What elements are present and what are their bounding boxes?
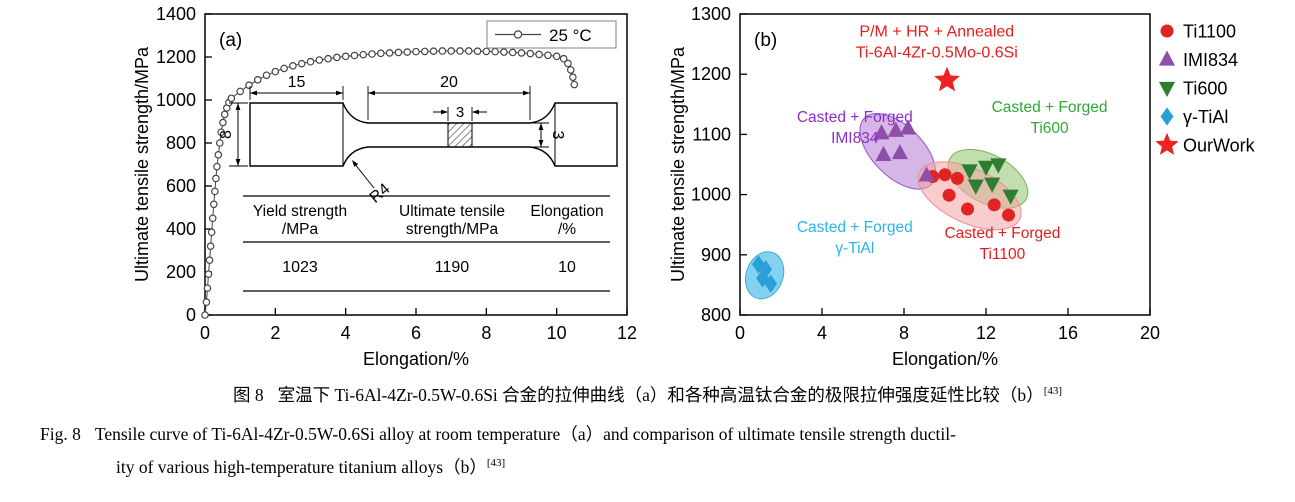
svg-text:Casted + Forged: Casted + Forged [992, 99, 1108, 116]
table-value: 1023 [282, 259, 318, 276]
svg-text:0: 0 [200, 323, 210, 343]
table-header: Elongation [530, 203, 603, 220]
y-axis-title: Ultimate tensile strength/MPa [132, 46, 152, 282]
svg-text:900: 900 [701, 245, 731, 265]
svg-text:15: 15 [288, 74, 306, 91]
svg-text:12: 12 [976, 323, 996, 343]
svg-text:600: 600 [166, 176, 196, 196]
svg-text:1100: 1100 [692, 124, 731, 144]
svg-text:IMI834: IMI834 [831, 130, 879, 147]
caption-en-line2: ity of various high-temperature titanium… [116, 456, 487, 477]
annotation-3: Casted + Forged γ-TiAl [797, 219, 913, 257]
svg-text:Ti600: Ti600 [1030, 120, 1069, 137]
series-Ti600 [961, 158, 1019, 205]
svg-text:P/M + HR + Annealed: P/M + HR + Annealed [859, 23, 1014, 40]
series-OurWork [934, 66, 960, 92]
svg-text:Casted + Forged: Casted + Forged [797, 109, 913, 126]
svg-text:0: 0 [735, 323, 745, 343]
svg-text:8: 8 [481, 323, 491, 343]
svg-text:800: 800 [701, 305, 731, 325]
caption-chinese: 图 8 室温下 Ti-6Al-4Zr-0.5W-0.6Si 合金的拉伸曲线（a）和… [0, 382, 1295, 407]
caption-en-line1: Tensile curve of Ti-6Al-4Zr-0.5W-0.6Si a… [94, 424, 956, 444]
caption-english: Fig. 8 Tensile curve of Ti-6Al-4Zr-0.5W-0… [40, 420, 1295, 482]
tensile-curve-series [201, 47, 579, 319]
svg-text:20: 20 [1140, 323, 1160, 343]
svg-text:3: 3 [549, 131, 566, 140]
svg-text:0: 0 [186, 305, 196, 325]
caption-zh-ref: [43] [1043, 385, 1063, 398]
series-IMI834 [873, 119, 935, 182]
panel-label: (b) [754, 30, 777, 51]
panel-label: (a) [219, 30, 242, 51]
svg-text:3: 3 [456, 104, 464, 121]
x-axis-title: Elongation/% [363, 349, 469, 369]
strength-ductility-scatter-chart: 0 4 8 12 16 20 800 900 1000 1100 1200 1300Elongatio… [668, 4, 1256, 369]
svg-text:800: 800 [166, 133, 196, 153]
legend-label: γ-TiAl [1183, 107, 1228, 127]
legend: 25 °C [486, 20, 617, 49]
annotation-0: P/M + HR + AnnealedTi-6Al-4Zr-0.5Mo-0.6S… [856, 23, 1018, 61]
table-value: 1190 [435, 259, 470, 276]
svg-text:2: 2 [270, 323, 280, 343]
svg-text:16: 16 [1058, 323, 1078, 343]
table-header: Ultimate tensile [399, 203, 505, 220]
svg-text:4: 4 [817, 323, 827, 343]
legend-label: OurWork [1183, 136, 1256, 156]
svg-text:20: 20 [440, 74, 458, 91]
svg-text:1200: 1200 [691, 64, 731, 84]
svg-text:1000: 1000 [156, 90, 196, 110]
x-axis-title: Elongation/% [892, 349, 998, 369]
svg-text:8: 8 [899, 323, 909, 343]
legend-label: 25 °C [549, 26, 592, 45]
svg-text:1000: 1000 [691, 185, 731, 205]
table-header: Yield strength [253, 203, 347, 220]
svg-text:1300: 1300 [691, 4, 731, 24]
table-header: /% [558, 221, 576, 238]
table-header: strength/MPa [406, 221, 499, 238]
svg-text:Casted + Forged: Casted + Forged [797, 219, 913, 236]
svg-text:4: 4 [341, 323, 351, 343]
caption-block: 图 8 室温下 Ti-6Al-4Zr-0.5W-0.6Si 合金的拉伸曲线（a）和… [0, 382, 1295, 482]
caption-en-label: Fig. 8 [40, 424, 81, 444]
svg-text:Ti-6Al-4Zr-0.5Mo-0.6Si: Ti-6Al-4Zr-0.5Mo-0.6Si [856, 44, 1018, 61]
legend-label: IMI834 [1183, 50, 1238, 70]
axes: 0 2 4 6 8 10 12 0 200 400 600 800 1000 1200 1400Elonga… [132, 4, 637, 369]
svg-text:8: 8 [218, 130, 235, 139]
svg-text:γ-TiAl: γ-TiAl [835, 240, 874, 257]
caption-en-ref: [43] [486, 457, 506, 469]
tensile-curve-chart: 0 2 4 6 8 10 12 0 200 400 600 800 1000 1200 1400Elonga… [132, 4, 637, 369]
svg-text:Ti1100: Ti1100 [980, 246, 1026, 263]
results-table: Yield strength/MPa Ultimate tensilestreng… [243, 195, 610, 292]
svg-text:1200: 1200 [156, 47, 196, 67]
svg-text:400: 400 [166, 219, 196, 239]
legend-label: Ti600 [1183, 79, 1227, 99]
axes: 0 4 8 12 16 20 800 900 1000 1100 1200 1300Elongatio… [668, 4, 1160, 369]
svg-text:Casted + Forged: Casted + Forged [944, 225, 1060, 242]
svg-text:200: 200 [166, 262, 196, 282]
legend-label: Ti1100 [1183, 22, 1236, 42]
series-Ti1100 [926, 168, 1016, 222]
table-value: 10 [558, 259, 576, 276]
caption-zh-label: 图 8 [232, 385, 264, 405]
y-axis-title: Ultimate tensile strength/MPa [668, 46, 688, 282]
table-header: /MPa [282, 221, 319, 238]
svg-text:10: 10 [547, 323, 567, 343]
svg-text:12: 12 [617, 323, 637, 343]
svg-text:6: 6 [411, 323, 421, 343]
caption-zh-text: 室温下 Ti-6Al-4Zr-0.5W-0.6Si 合金的拉伸曲线（a）和各种高… [277, 385, 1044, 405]
svg-text:1400: 1400 [156, 4, 196, 24]
